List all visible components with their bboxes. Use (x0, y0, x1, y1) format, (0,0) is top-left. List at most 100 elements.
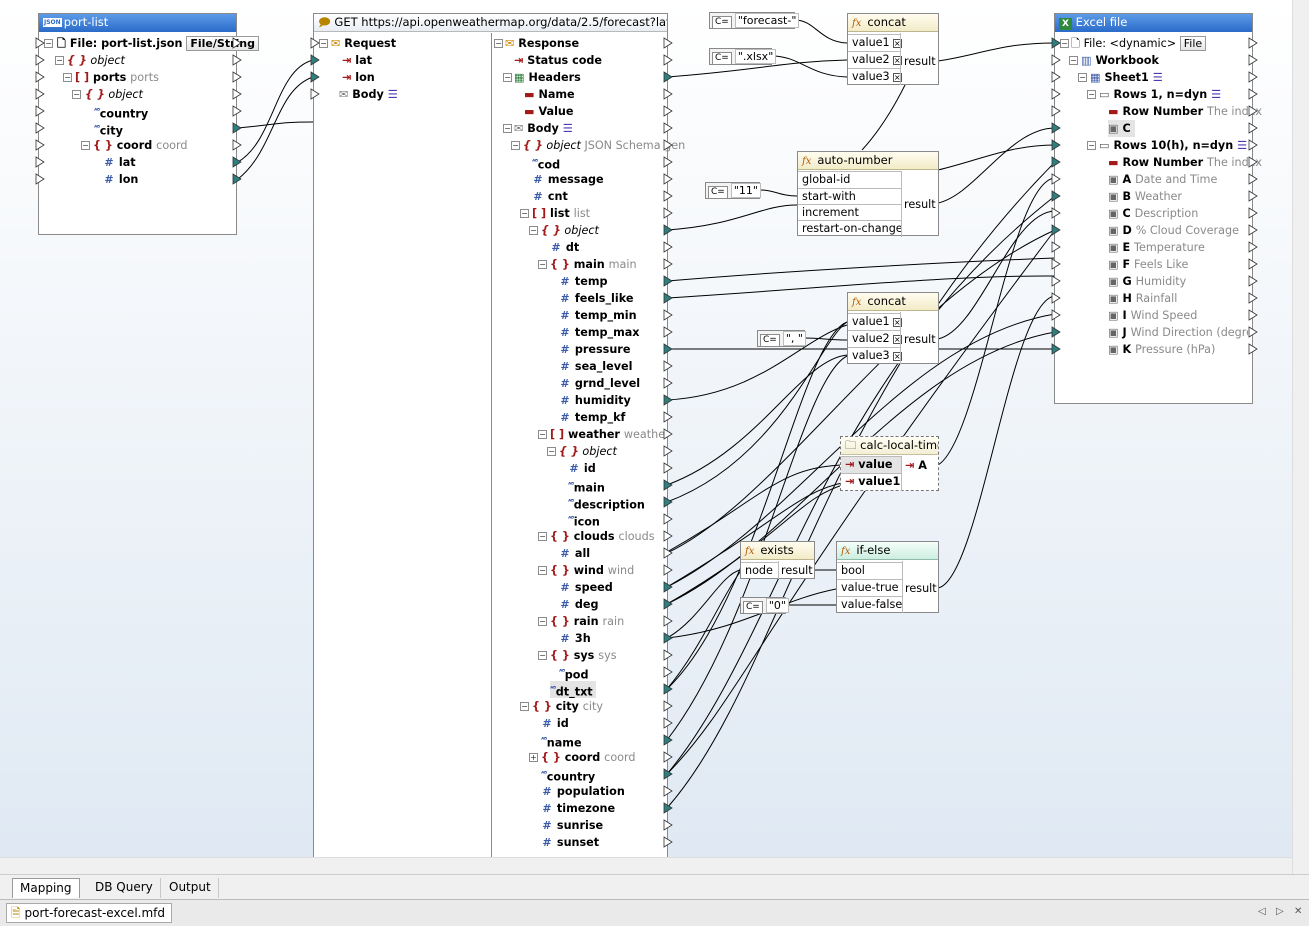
value3-input[interactable]: value3× (848, 347, 902, 364)
collapse-toggle[interactable]: − (538, 532, 547, 541)
result-output[interactable]: result (904, 333, 936, 346)
body-settings-icon[interactable]: ☰ (562, 122, 573, 135)
collapse-toggle[interactable]: − (63, 73, 72, 82)
rows-settings-icon[interactable]: ☰ (1237, 139, 1248, 152)
global-id-input[interactable]: global-id (798, 171, 902, 188)
remove-icon[interactable]: × (892, 72, 902, 82)
horizontal-scrollbar[interactable] (0, 857, 1292, 874)
collapse-toggle[interactable]: − (520, 209, 529, 218)
collapse-toggle[interactable]: − (538, 617, 547, 626)
collapse-toggle[interactable]: − (538, 260, 547, 269)
value3-input[interactable]: value3× (848, 68, 902, 85)
calc-local-time-title-bar[interactable]: 🗀 calc-local-time (841, 437, 938, 455)
collapse-toggle[interactable]: − (529, 226, 538, 235)
collapse-toggle[interactable]: − (1078, 73, 1087, 82)
collapse-toggle[interactable]: − (1069, 56, 1078, 65)
document-tab[interactable]: 🗎 port-forecast-excel.mfd (6, 903, 172, 923)
collapse-toggle[interactable]: − (503, 73, 512, 82)
value1-input[interactable]: value1× (848, 34, 902, 51)
collapse-toggle[interactable]: − (1087, 141, 1096, 150)
constant-eleven[interactable]: C="11" (705, 182, 761, 199)
collapse-toggle[interactable]: − (1060, 39, 1069, 48)
remove-icon[interactable]: × (892, 317, 902, 327)
weather-main-row: ᴬᴮmain (568, 481, 605, 495)
a-output[interactable]: ⇥ A (905, 459, 927, 472)
constant-xlsx[interactable]: C=".xlsx" (709, 48, 777, 65)
tab-db-query[interactable]: DB Query (88, 878, 161, 898)
get-forecast-component[interactable]: 🗩 GET https://api.openweathermap.org/dat… (313, 13, 685, 859)
excel-title-bar[interactable]: X Excel file (1055, 14, 1252, 32)
file-button[interactable]: File (1179, 36, 1207, 51)
collapse-toggle[interactable]: − (1087, 90, 1096, 99)
tab-nav-right-icon[interactable]: ▷ (1276, 906, 1284, 917)
result-output[interactable]: result (904, 198, 936, 211)
value-input[interactable]: ⇥ value (841, 456, 902, 473)
tab-close-icon[interactable]: ✕ (1294, 906, 1303, 917)
file-string-button[interactable]: File/String (186, 36, 259, 51)
collapse-toggle[interactable]: − (547, 447, 556, 456)
value2-input[interactable]: value2× (848, 330, 902, 347)
bool-input[interactable]: bool (837, 562, 903, 579)
rows-icon: ▭ (1099, 139, 1110, 152)
tab-mapping[interactable]: Mapping (12, 878, 80, 898)
collapse-toggle[interactable]: − (44, 39, 53, 48)
value-true-input[interactable]: value-true (837, 579, 903, 596)
constant-zero[interactable]: C="0" (740, 597, 789, 614)
collapse-toggle[interactable]: − (511, 141, 520, 150)
remove-icon[interactable]: × (892, 334, 902, 344)
excel-file-component[interactable]: X Excel file − 🗋 File: <dynamic> File − … (1054, 13, 1262, 404)
tab-output[interactable]: Output (162, 878, 219, 898)
remove-icon[interactable]: × (892, 38, 902, 48)
expand-toggle[interactable]: + (529, 753, 538, 762)
restart-on-change-input[interactable]: restart-on-change (798, 220, 903, 237)
constant-forecast[interactable]: C="forecast-" (709, 12, 800, 29)
collapse-toggle[interactable]: − (538, 430, 547, 439)
body-settings-icon[interactable]: ☰ (387, 88, 398, 101)
start-with-input[interactable]: start-with (798, 188, 902, 205)
collapse-toggle[interactable]: − (520, 702, 529, 711)
object-braces-icon: { } (550, 564, 570, 577)
node-input[interactable]: node (741, 562, 779, 579)
calc-local-time-function[interactable]: 🗀 calc-local-time ⇥ value ⇥ value1 ⇥ A (840, 436, 939, 491)
tab-nav-left-icon[interactable]: ◁ (1258, 906, 1266, 917)
value1-input[interactable]: value1× (848, 313, 902, 330)
collapse-toggle[interactable]: − (538, 566, 547, 575)
column-c-row[interactable]: ▣ C (1108, 120, 1135, 137)
response-row: ✉ Response (505, 37, 580, 50)
collapse-toggle[interactable]: − (81, 141, 90, 150)
dt-txt-row[interactable]: ᴬᴮdt_txt (550, 681, 596, 699)
result-output[interactable]: result (781, 564, 813, 577)
collapse-toggle[interactable]: − (538, 651, 547, 660)
collapse-toggle[interactable]: − (55, 56, 64, 65)
value2-input[interactable]: value2× (848, 51, 902, 68)
remove-icon[interactable]: × (892, 55, 902, 65)
collapse-toggle[interactable]: − (503, 124, 512, 133)
increment-input[interactable]: increment (798, 204, 902, 221)
get-forecast-title-bar[interactable]: 🗩 GET https://api.openweathermap.org/dat… (314, 14, 667, 32)
constant-comma[interactable]: C=", " (757, 330, 806, 347)
remove-icon[interactable]: × (892, 351, 902, 361)
vertical-scrollbar[interactable] (1292, 0, 1309, 874)
collapse-toggle[interactable]: − (72, 90, 81, 99)
result-output[interactable]: result (904, 55, 936, 68)
rows-settings-icon[interactable]: ☰ (1211, 88, 1222, 101)
value-false-input[interactable]: value-false (837, 596, 903, 613)
result-output[interactable]: result (905, 582, 937, 595)
collapse-toggle[interactable]: − (319, 39, 328, 48)
sheet-settings-icon[interactable]: ☰ (1152, 71, 1163, 84)
collapse-toggle[interactable]: − (494, 39, 503, 48)
value1-input[interactable]: ⇥ value1 (841, 473, 902, 490)
